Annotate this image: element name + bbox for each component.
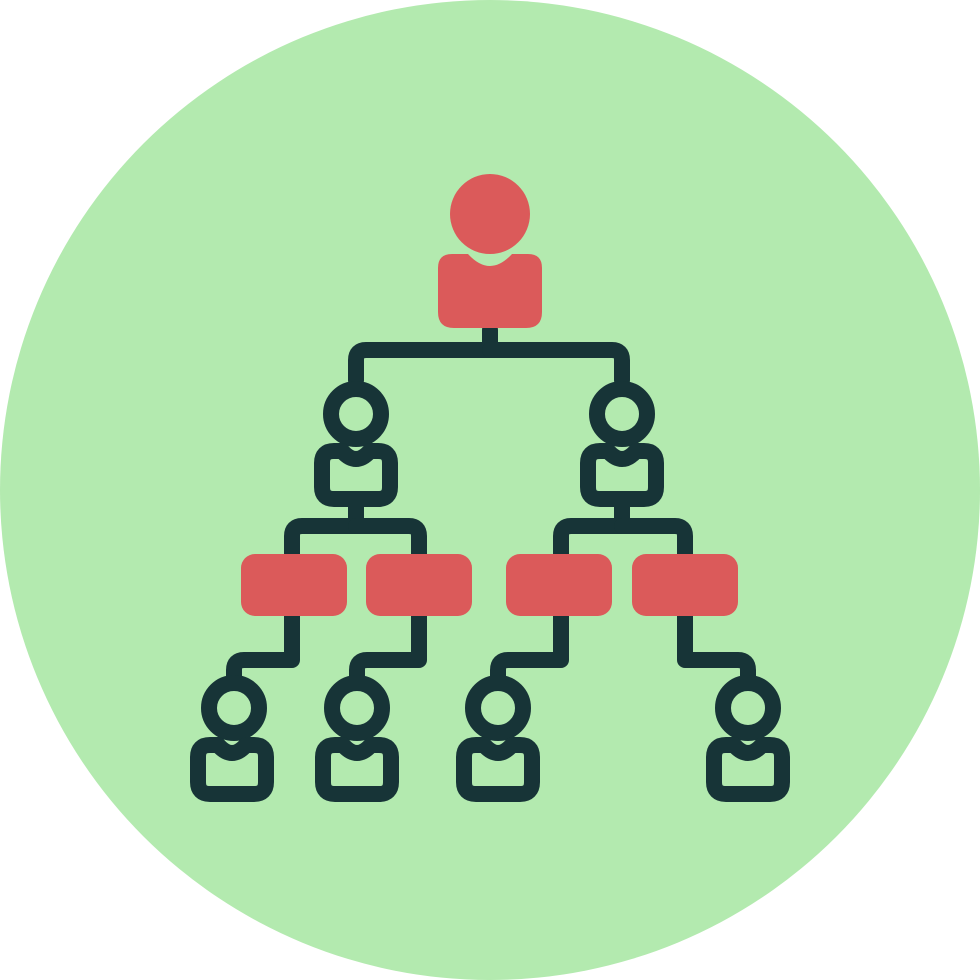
connector-mid-right-a [553,492,630,563]
leaf-person-2-icon [315,675,399,802]
connector-top-left [348,322,498,388]
top-person-head [450,174,530,254]
red-box-2 [366,554,472,616]
connector-mid-left-a [284,492,364,563]
connector-mid-left-b [348,518,427,563]
mid-right-person-icon [580,381,664,507]
top-person-body [438,254,542,328]
leaf-person-3-icon [456,675,540,802]
connector-leaf-3 [490,607,569,688]
red-boxes [241,554,738,616]
red-box-4 [632,554,738,616]
top-person-icon [438,174,542,328]
leaf-person-4-icon [706,675,790,802]
outline-persons [190,381,790,802]
mid-left-person-icon [314,381,398,507]
red-box-1 [241,554,347,616]
connector-mid-right-b [614,518,693,563]
leaf-person-1-icon [190,675,274,802]
connector-leaf-2 [349,607,427,688]
red-box-3 [506,554,612,616]
connector-lines [226,322,756,688]
connector-leaf-4 [677,607,756,688]
connector-leaf-1 [226,607,300,688]
connector-top-right [482,342,630,388]
